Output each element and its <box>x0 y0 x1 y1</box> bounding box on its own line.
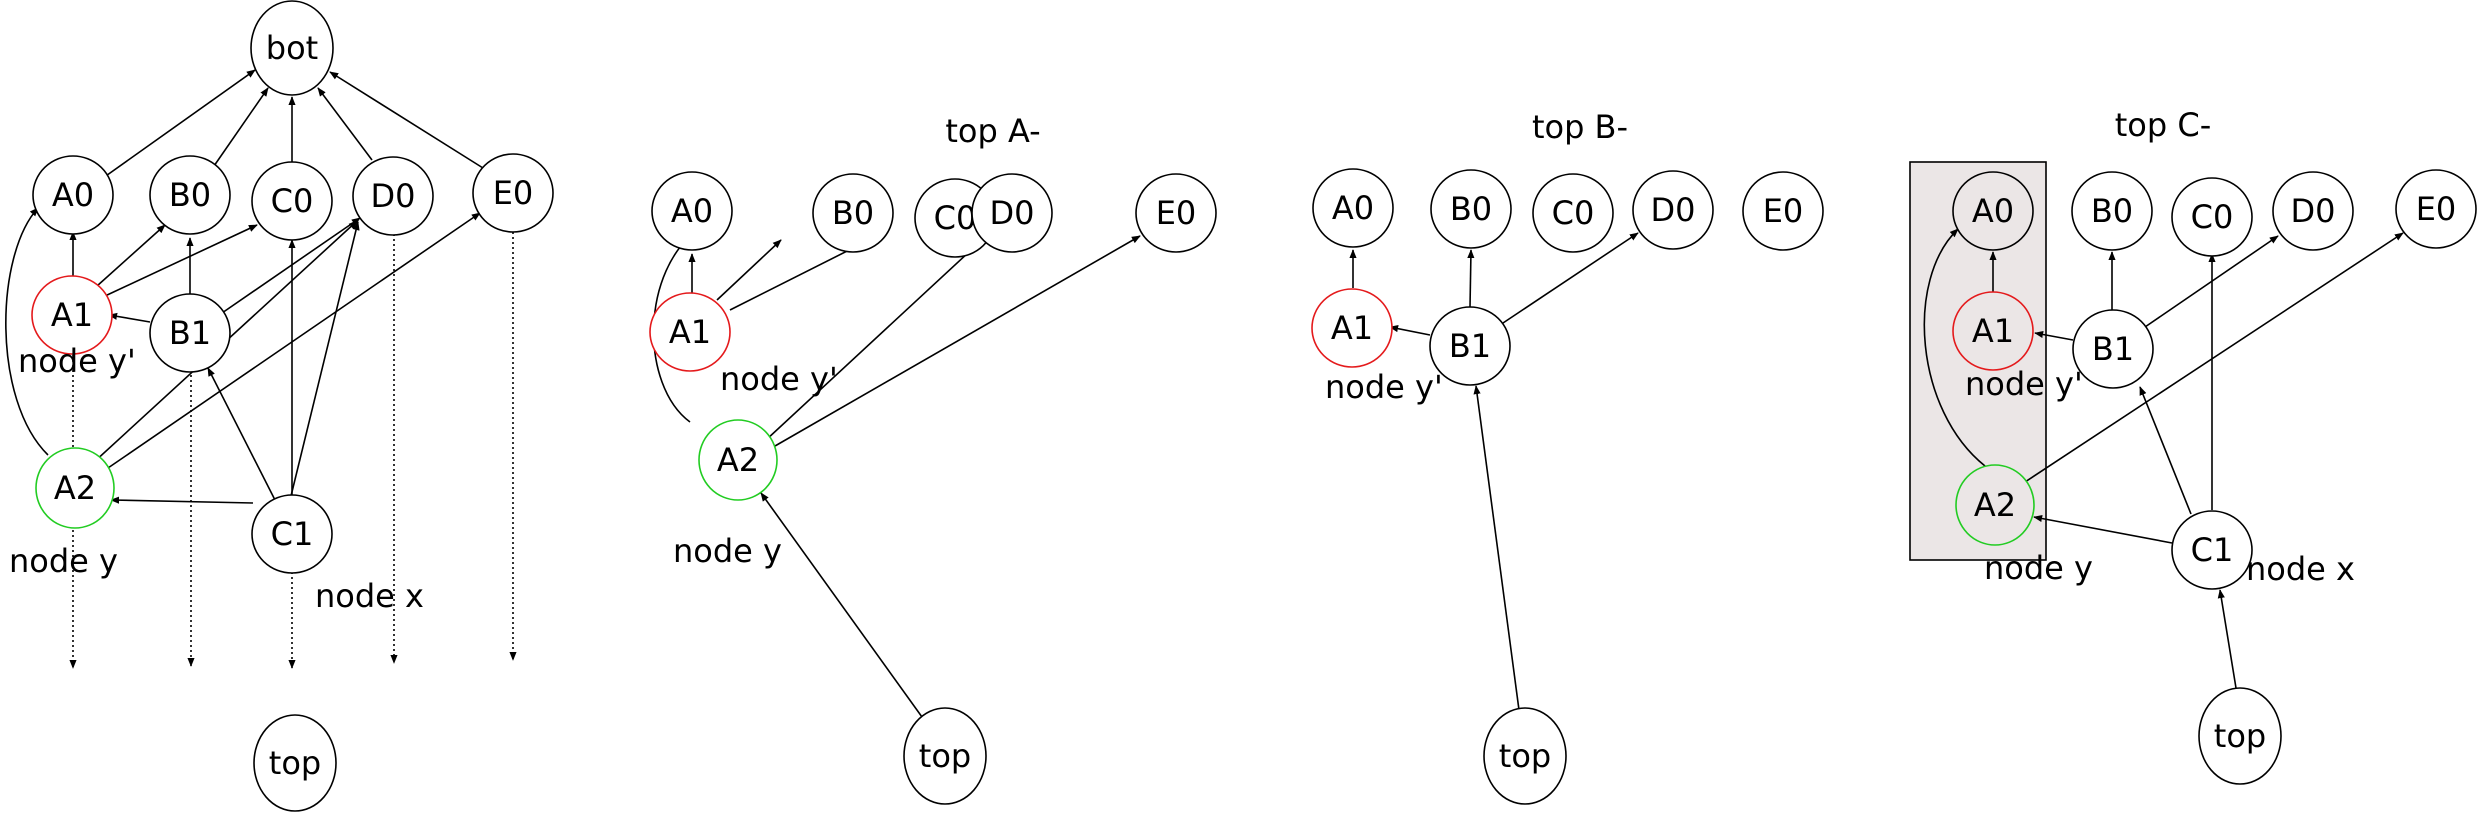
node-top: top <box>253 714 337 812</box>
node-label: D0 <box>1651 191 1696 229</box>
node-B1: B1 <box>149 293 231 373</box>
node-label: A0 <box>52 176 94 214</box>
node-label: A0 <box>1332 189 1374 227</box>
node-label: A2 <box>717 441 759 479</box>
diagram-title: top C- <box>2115 106 2212 144</box>
node-label: B1 <box>1449 327 1491 365</box>
label-node-y: node y <box>673 532 782 570</box>
label-node-y: node y <box>1984 549 2093 587</box>
node-label: B1 <box>169 314 211 352</box>
diagram-title: top A- <box>945 112 1040 150</box>
node-B1: B1 <box>2072 309 2154 389</box>
label-node-x: node x <box>315 577 424 615</box>
node-B0: B0 <box>812 173 894 253</box>
node-label: A1 <box>669 313 711 351</box>
node-label: top <box>919 737 971 775</box>
diagram-original: bot A0 B0 C0 D0 E0 A1 B1 <box>5 0 554 812</box>
node-A1: A1 <box>1952 291 2034 371</box>
node-top: top <box>2198 687 2282 785</box>
node-C1: C1 <box>251 494 333 574</box>
node-C0: C0 <box>2171 177 2253 257</box>
diagram-top-b: top B- A0 B0 C0 D0 E0 <box>1311 108 1824 805</box>
node-B0: B0 <box>149 155 231 235</box>
node-A0: A0 <box>1312 168 1394 248</box>
node-label: E0 <box>2416 190 2457 228</box>
node-B0: B0 <box>2071 171 2153 251</box>
node-D0: D0 <box>352 156 434 236</box>
label-node-y: node y <box>9 542 118 580</box>
node-label: D0 <box>990 194 1035 232</box>
node-E0: E0 <box>472 153 554 233</box>
node-label: C1 <box>271 515 314 553</box>
label-node-y-prime: node y' <box>1965 365 2083 403</box>
node-C1: C1 <box>2171 510 2253 590</box>
node-label: A1 <box>51 296 93 334</box>
node-A0: A0 <box>651 171 733 251</box>
node-label: B0 <box>169 176 211 214</box>
diagram-title: top B- <box>1532 108 1628 146</box>
node-label: B0 <box>832 194 874 232</box>
node-label: B0 <box>2091 192 2133 230</box>
node-D0: D0 <box>971 173 1053 253</box>
node-label: A2 <box>1974 486 2016 524</box>
node-label: D0 <box>371 177 416 215</box>
node-label: C0 <box>271 182 314 220</box>
node-E0: E0 <box>1742 171 1824 251</box>
node-D0: D0 <box>1632 170 1714 250</box>
node-label: C0 <box>2191 198 2234 236</box>
node-A2: A2 <box>1955 464 2035 546</box>
node-A1: A1 <box>1311 288 1393 368</box>
node-label: top <box>269 744 321 782</box>
node-B0: B0 <box>1430 169 1512 249</box>
node-label: E0 <box>1763 192 1804 230</box>
edges-top-c <box>1923 228 2404 689</box>
node-label: B1 <box>2092 330 2134 368</box>
diagram-top-c: top C- A0 B0 C0 D0 <box>1909 106 2477 785</box>
node-A1: A1 <box>649 292 731 372</box>
node-A0: A0 <box>32 155 114 235</box>
diagram-top-a: top A- A0 B0 C0 D0 E0 <box>649 112 1217 805</box>
node-E0: E0 <box>2395 169 2477 249</box>
node-top: top <box>903 707 987 805</box>
node-label: B0 <box>1450 190 1492 228</box>
label-node-y-prime: node y' <box>720 360 838 398</box>
node-label: top <box>2214 717 2266 755</box>
node-label: C0 <box>934 199 977 237</box>
node-A1: A1 <box>31 275 113 355</box>
node-label: top <box>1499 737 1551 775</box>
node-top: top <box>1483 707 1567 805</box>
node-label: C1 <box>2191 531 2234 569</box>
node-C0: C0 <box>251 161 333 241</box>
node-label: E0 <box>1156 194 1197 232</box>
node-label: bot <box>266 29 318 67</box>
node-D0: D0 <box>2272 171 2354 251</box>
node-label: A0 <box>671 192 713 230</box>
node-label: A0 <box>1972 192 2014 230</box>
node-E0: E0 <box>1135 173 1217 253</box>
label-node-y-prime: node y' <box>18 342 136 380</box>
label-node-y-prime: node y' <box>1325 368 1443 406</box>
node-A2: A2 <box>698 419 778 501</box>
node-label: A1 <box>1331 309 1373 347</box>
node-A2: A2 <box>35 447 115 529</box>
node-label: E0 <box>493 174 534 212</box>
node-label: C0 <box>1552 194 1595 232</box>
node-B1: B1 <box>1429 306 1511 386</box>
node-bot: bot <box>250 0 334 96</box>
node-label: D0 <box>2291 192 2336 230</box>
node-label: A1 <box>1972 312 2014 350</box>
edges-top-b <box>1349 232 1639 711</box>
label-node-x: node x <box>2246 550 2355 588</box>
node-C0: C0 <box>1532 173 1614 253</box>
node-A0: A0 <box>1952 171 2034 251</box>
node-label: A2 <box>54 469 96 507</box>
